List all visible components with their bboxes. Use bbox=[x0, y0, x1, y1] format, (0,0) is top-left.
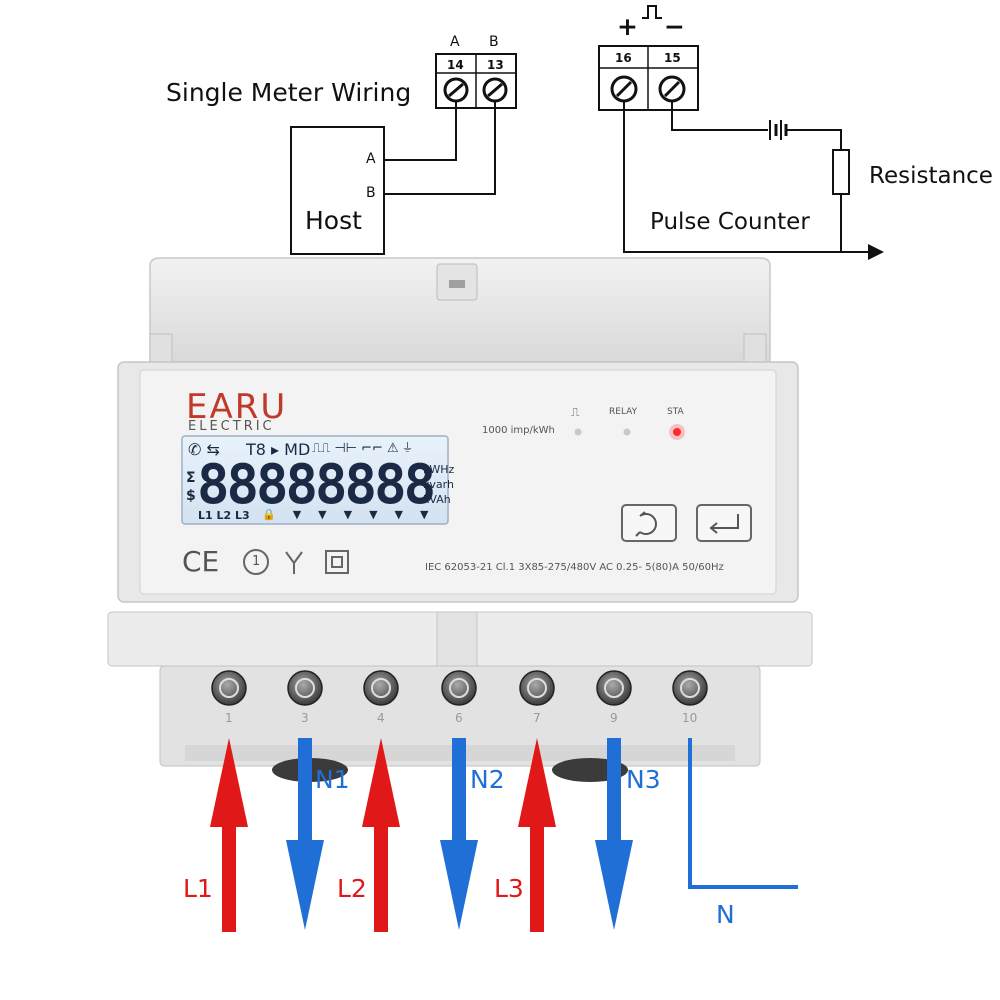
lcd-top-row: T8 ▸ MD bbox=[246, 440, 311, 459]
lcd-phase-labels: L1 L2 L3 bbox=[198, 509, 250, 522]
n3-label: N3 bbox=[626, 765, 661, 794]
terminal-screw-3 bbox=[287, 670, 323, 706]
battery-icon bbox=[769, 120, 788, 140]
l1-label: L1 bbox=[183, 874, 213, 903]
rs485-wires bbox=[384, 101, 496, 195]
arrow-right-icon bbox=[868, 244, 884, 260]
terminal-number-6: 6 bbox=[455, 711, 463, 725]
neutral-arrows bbox=[286, 738, 633, 930]
n2-arrow-down-icon bbox=[440, 738, 478, 930]
square-pulse-icon bbox=[642, 5, 662, 19]
meter-body bbox=[107, 257, 813, 782]
lcd-sigma: Σ bbox=[186, 470, 196, 486]
rs485-terminal-a-letter: A bbox=[450, 34, 460, 50]
sta-indicator-label: STA bbox=[667, 407, 684, 417]
lcd-display bbox=[181, 435, 449, 525]
host-port-b: B bbox=[366, 185, 376, 201]
ce-mark: CE bbox=[182, 545, 220, 578]
phase-arrows bbox=[210, 738, 556, 932]
double-insulation-mark-icon bbox=[325, 550, 349, 574]
l1-arrow-up-icon bbox=[210, 738, 248, 932]
single-meter-wiring-title: Single Meter Wiring bbox=[166, 78, 412, 107]
n2-label: N2 bbox=[470, 765, 505, 794]
neutral-input-line bbox=[688, 738, 798, 889]
terminal-screws bbox=[211, 670, 708, 706]
l3-label: L3 bbox=[494, 874, 524, 903]
brand-logo: EARU bbox=[186, 387, 288, 427]
indicator-leds bbox=[574, 424, 685, 440]
cycle-icon bbox=[635, 511, 657, 537]
lcd-unit-kvah: kVAh bbox=[423, 493, 451, 506]
pulse-plus-label: + bbox=[617, 12, 638, 41]
lcd-status-icons: ⎍⎍ ⊣⊢ ⌐⌐ ⚠ ⏚ bbox=[312, 441, 413, 456]
relay-indicator-label: RELAY bbox=[609, 407, 638, 417]
terminal-14-label: 14 bbox=[447, 58, 464, 72]
rs485-terminal-b-letter: B bbox=[489, 34, 499, 50]
host-box bbox=[290, 126, 385, 255]
cert-marks bbox=[243, 549, 349, 575]
resistor-icon bbox=[832, 149, 850, 195]
n3-arrow-down-icon bbox=[595, 738, 633, 930]
lcd-indicator-arrows: 🔒▼▼▼▼▼▼ bbox=[262, 508, 446, 521]
pulse-counter-label: Pulse Counter bbox=[650, 209, 810, 235]
antenna-mark-icon bbox=[285, 551, 303, 574]
lcd-unit-kwhz: kWHz bbox=[423, 463, 455, 476]
pulse-led-icon: ⎍ bbox=[571, 405, 580, 419]
terminal-13-label: 13 bbox=[487, 58, 504, 72]
terminal-screw-6 bbox=[441, 670, 477, 706]
lcd-unit-kvarh: kvarh bbox=[423, 478, 454, 491]
cycle-button[interactable] bbox=[621, 504, 677, 542]
terminal-screw-1 bbox=[211, 670, 247, 706]
terminal-screw-4 bbox=[363, 670, 399, 706]
brand-sub: ELECTRIC bbox=[188, 419, 275, 434]
terminal-number-3: 3 bbox=[301, 711, 309, 725]
pulse-terminal-block bbox=[598, 45, 699, 111]
pulse-led bbox=[574, 428, 582, 436]
lcd-digits: 88888888 bbox=[197, 453, 436, 516]
terminal-screw-10 bbox=[672, 670, 708, 706]
lcd-phone-icon: ✆ ⇆ bbox=[188, 440, 220, 459]
terminal-15-label: 15 bbox=[664, 51, 681, 65]
sta-led bbox=[673, 428, 681, 436]
pulse-rate: 1000 imp/kWh bbox=[482, 425, 555, 436]
l3-arrow-up-icon bbox=[518, 738, 556, 932]
n-label: N bbox=[716, 900, 735, 929]
terminal-number-9: 9 bbox=[610, 711, 618, 725]
enter-button[interactable] bbox=[696, 504, 752, 542]
class-1-mark-icon bbox=[243, 549, 269, 575]
host-label: Host bbox=[305, 206, 362, 235]
n1-label: N1 bbox=[315, 765, 350, 794]
terminal-screw-7 bbox=[519, 670, 555, 706]
relay-led bbox=[623, 428, 631, 436]
lcd-dollar: $ bbox=[186, 488, 196, 504]
terminal-screw-9 bbox=[596, 670, 632, 706]
terminal-number-4: 4 bbox=[377, 711, 385, 725]
terminal-number-1: 1 bbox=[225, 711, 233, 725]
host-port-a: A bbox=[366, 151, 376, 167]
pulse-minus-label: − bbox=[664, 12, 685, 41]
terminal-number-10: 10 bbox=[682, 711, 698, 725]
spec-line: IEC 62053-21 Cl.1 3X85-275/480V AC 0.25-… bbox=[425, 562, 724, 573]
class-1-mark: 1 bbox=[252, 554, 261, 569]
pulse-wires bbox=[623, 101, 870, 253]
terminal-16-label: 16 bbox=[615, 51, 632, 65]
enter-icon bbox=[712, 514, 739, 529]
n1-arrow-down-icon bbox=[286, 738, 324, 930]
terminal-number-7: 7 bbox=[533, 711, 541, 725]
l2-label: L2 bbox=[337, 874, 367, 903]
resistance-label: Resistance bbox=[869, 163, 993, 189]
l2-arrow-up-icon bbox=[362, 738, 400, 932]
